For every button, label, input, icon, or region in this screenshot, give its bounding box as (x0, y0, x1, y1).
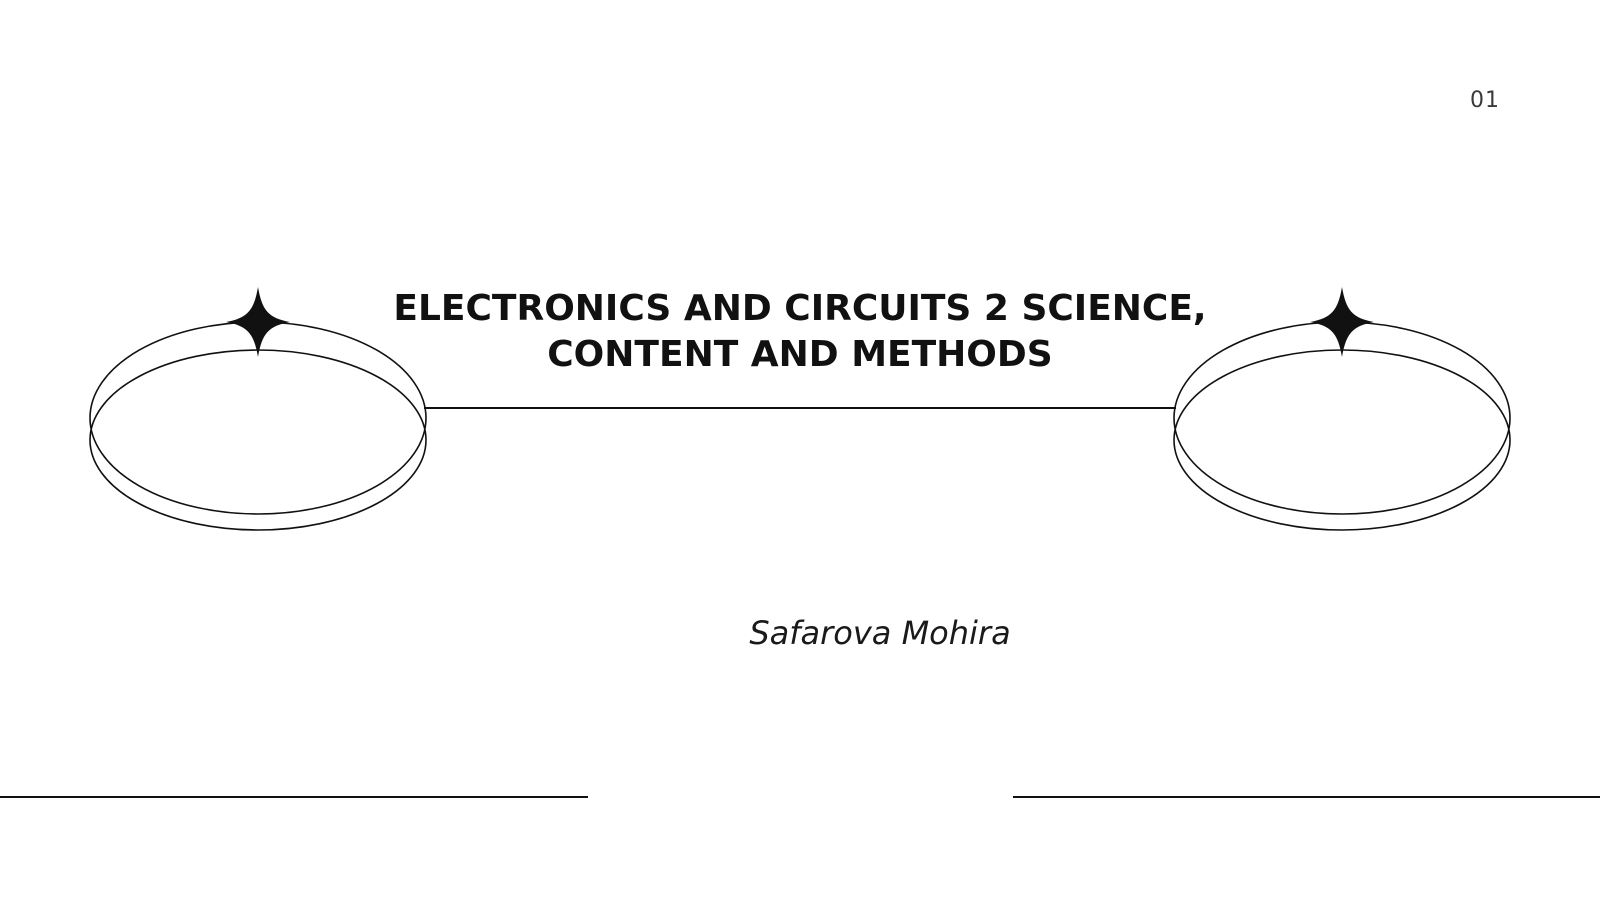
ring-icon (1173, 349, 1511, 531)
sparkle-icon (1310, 287, 1374, 357)
page-number: 01 (1470, 88, 1500, 113)
sparkle-icon (226, 287, 290, 357)
ring-icon (89, 349, 427, 531)
left-emblem (89, 287, 427, 531)
slide-title: ELECTRONICS AND CIRCUITS 2 SCIENCE, CONT… (393, 288, 1207, 375)
author-name: Safarova Mohira (749, 614, 1011, 652)
right-emblem (1173, 287, 1511, 531)
